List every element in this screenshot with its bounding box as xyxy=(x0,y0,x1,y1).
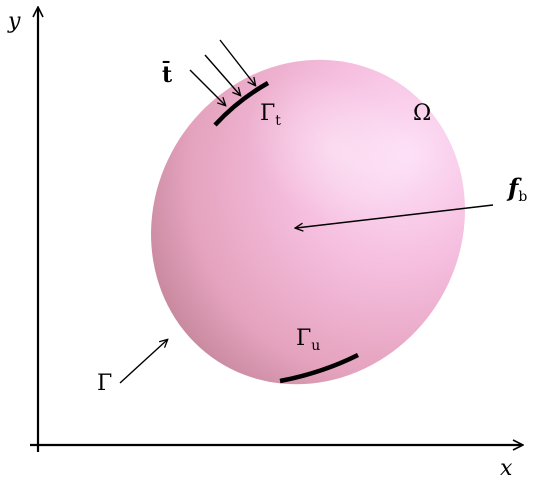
traction-arrow xyxy=(219,39,255,85)
body-force-symbol: f xyxy=(506,173,522,202)
displacement-boundary-subscript: u xyxy=(311,338,320,354)
axis-x-label: x xyxy=(500,456,513,480)
body-force-arrow xyxy=(296,204,494,228)
traction-boundary-symbol: Γ xyxy=(260,101,275,126)
traction-boundary-label: Γt xyxy=(260,101,281,129)
body-force-subscript: b xyxy=(518,189,527,205)
traction-label: t̄ xyxy=(162,60,173,88)
boundary-label: Γ xyxy=(97,371,112,396)
domain-label: Ω xyxy=(413,101,431,126)
body-force-label: fb xyxy=(506,173,527,205)
traction-arrows xyxy=(189,39,255,105)
traction-boundary-arc xyxy=(213,81,270,127)
domain-body xyxy=(151,59,465,385)
traction-boundary-subscript: t xyxy=(275,113,281,129)
axis-y-label: y xyxy=(7,9,21,34)
domain-body-highlight xyxy=(246,71,424,229)
displacement-boundary-label: Γu xyxy=(296,326,320,354)
traction-arrow xyxy=(204,54,240,95)
traction-arrow xyxy=(189,69,225,105)
displacement-boundary-symbol: Γ xyxy=(296,326,311,351)
boundary-pointer-arrow xyxy=(119,340,167,384)
displacement-boundary-arc xyxy=(279,352,360,384)
